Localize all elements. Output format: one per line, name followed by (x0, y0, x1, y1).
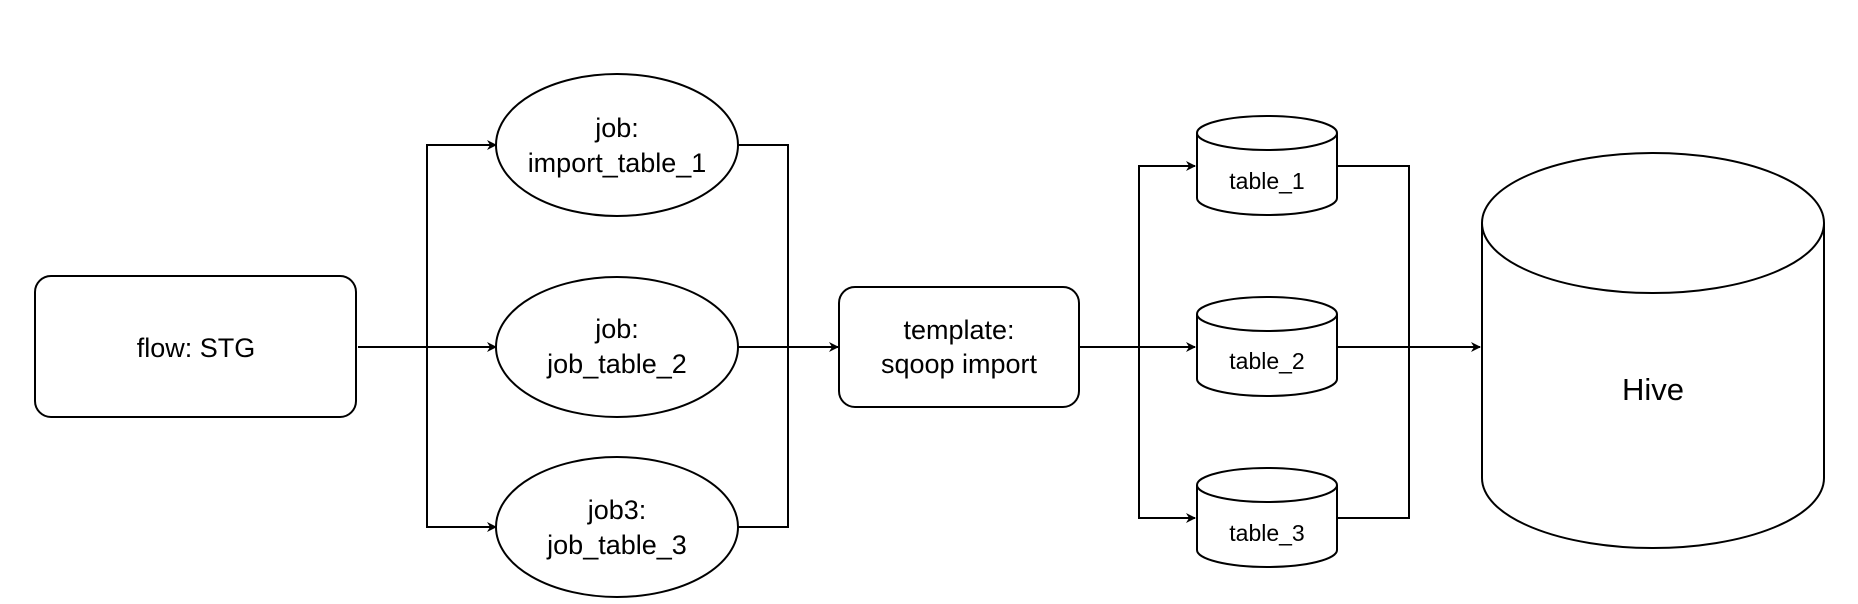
template-box (838, 286, 1080, 408)
template-label-line1: template: (903, 315, 1014, 345)
table1-cylinder-body (1196, 133, 1338, 216)
table2-cylinder-top (1196, 296, 1338, 332)
hive-label: Hive (1622, 372, 1684, 407)
node-job3-job-table-3[interactable]: job3: job_table_3 (495, 456, 739, 598)
edge-flow-to-job1 (426, 140, 497, 347)
flow-label: flow: STG (137, 333, 256, 363)
table3-label: table_3 (1229, 520, 1304, 546)
job2-label-line1: job: (594, 314, 639, 344)
edge-table3-to-hive (1337, 347, 1410, 519)
job1-ellipse (495, 73, 739, 217)
hive-cylinder-top (1481, 152, 1825, 294)
job3-ellipse (495, 456, 739, 598)
node-job-job-table-2[interactable]: job: job_table_2 (495, 276, 739, 418)
edge-table1-to-hive (1337, 165, 1410, 347)
edge-template-to-table3 (1138, 347, 1196, 523)
table1-cylinder-top (1196, 115, 1338, 151)
hive-cylinder-body (1481, 223, 1825, 549)
node-flow-stg[interactable]: flow: STG (34, 275, 357, 418)
edges (358, 140, 1481, 532)
job3-label-line1: job3: (587, 495, 647, 525)
job2-ellipse (495, 276, 739, 418)
node-hive[interactable]: Hive (1481, 152, 1825, 549)
node-job-import-table-1[interactable]: job: import_table_1 (495, 73, 739, 217)
edge-template-to-table1 (1138, 161, 1196, 347)
flow-box (34, 275, 357, 418)
edge-job1-to-template (738, 144, 789, 347)
node-table-1[interactable]: table_1 (1196, 115, 1338, 216)
node-template-sqoop-import[interactable]: template: sqoop import (838, 286, 1080, 408)
job1-label-line2: import_table_1 (528, 148, 707, 178)
node-table-3[interactable]: table_3 (1196, 467, 1338, 568)
job2-label-line2: job_table_2 (546, 349, 687, 379)
table3-cylinder-body (1196, 485, 1338, 568)
edge-flow-to-job3 (426, 347, 497, 532)
table2-label: table_2 (1229, 348, 1304, 374)
job3-label-line2: job_table_3 (546, 530, 687, 560)
table2-cylinder-body (1196, 314, 1338, 397)
job1-label-line1: job: (594, 113, 639, 143)
table1-label: table_1 (1229, 168, 1304, 194)
node-table-2[interactable]: table_2 (1196, 296, 1338, 397)
template-label-line2: sqoop import (881, 349, 1038, 379)
edge-job3-to-template (738, 347, 789, 528)
table3-cylinder-top (1196, 467, 1338, 503)
